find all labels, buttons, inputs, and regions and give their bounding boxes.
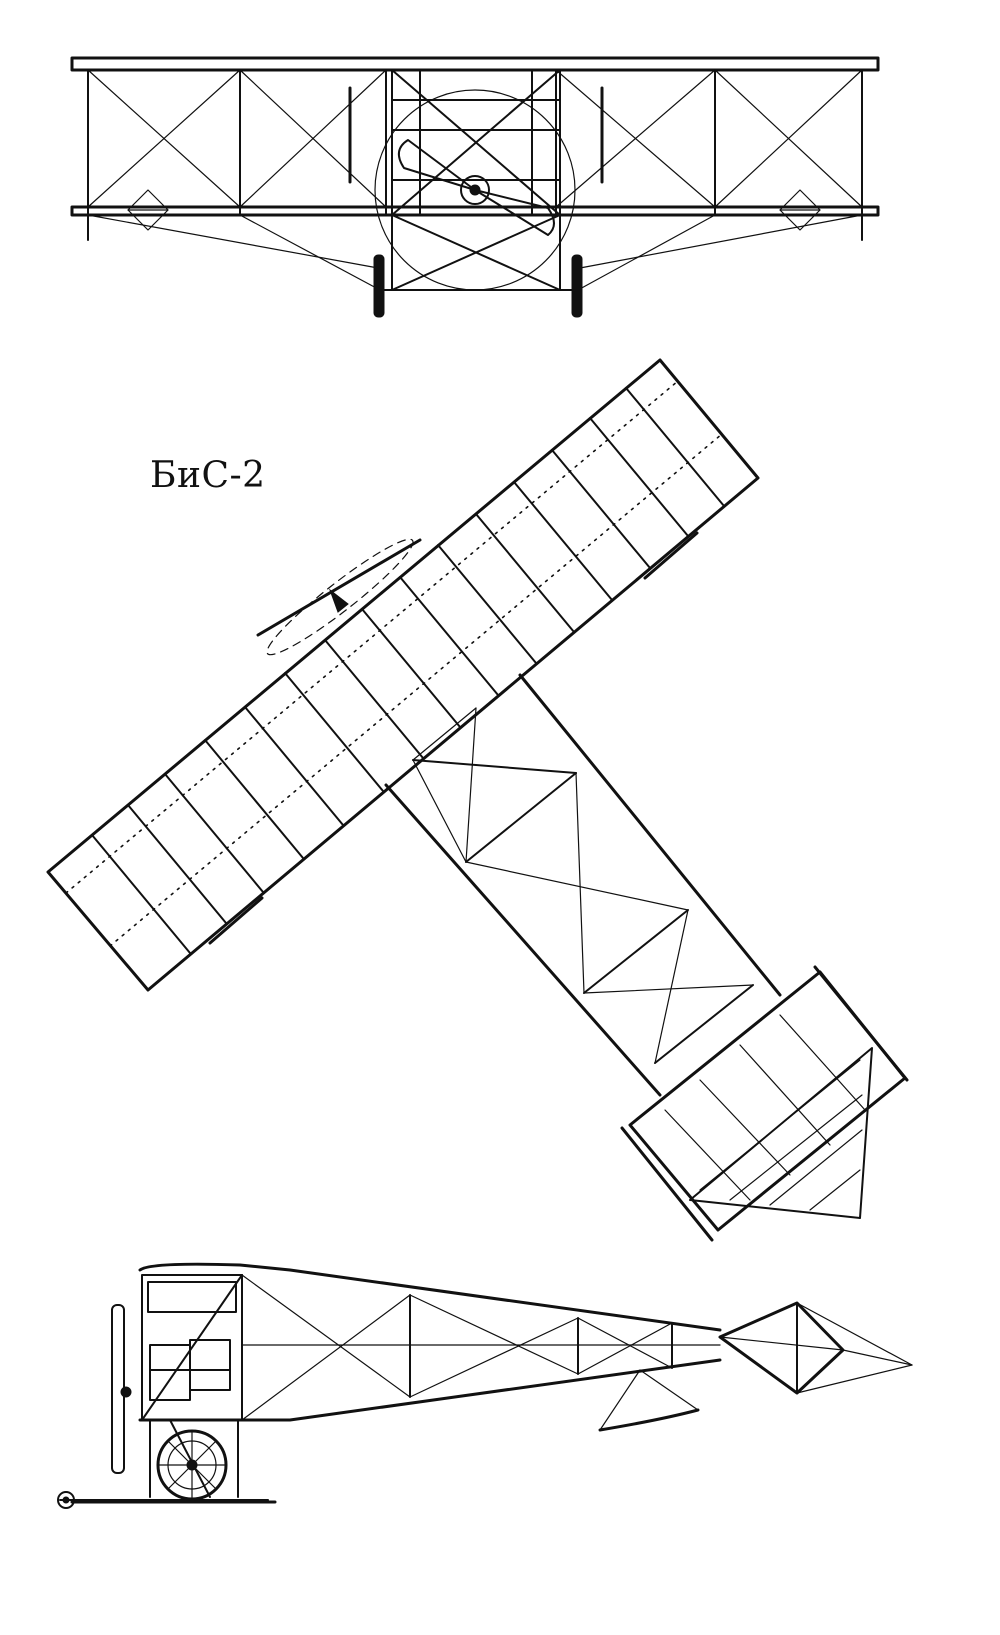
top-view — [46, 358, 909, 1242]
top-elevator-trailing — [620, 1126, 714, 1242]
side-tail-skid — [598, 1369, 700, 1432]
front-wing-fittings — [127, 189, 821, 231]
side-view — [57, 1262, 913, 1509]
front-upper-wing — [70, 56, 880, 72]
side-upper-longeron — [138, 1262, 722, 1332]
side-engine — [149, 1339, 231, 1401]
front-lower-wing — [70, 205, 880, 217]
top-propeller — [256, 538, 422, 656]
front-interplane-struts — [87, 69, 863, 241]
side-fuselage-frames — [241, 1274, 673, 1421]
top-ailerons — [208, 531, 699, 945]
top-fuselage-bracing — [412, 707, 754, 1064]
side-fuselage-bracing — [241, 1274, 721, 1421]
side-wheel — [156, 1429, 228, 1501]
side-undercarriage — [59, 1419, 277, 1504]
front-view — [70, 56, 880, 318]
top-fuselage — [384, 673, 782, 1097]
front-side-rudders — [348, 86, 604, 184]
top-tailplane — [620, 965, 909, 1242]
aircraft-designation-label: БиС-2 — [150, 455, 266, 496]
side-nose-skid-wheel — [57, 1491, 75, 1509]
top-fuselage-frames — [412, 759, 754, 1064]
front-undercarriage — [377, 214, 579, 291]
top-wing-ribs — [91, 387, 725, 954]
top-wing-spars — [65, 380, 723, 947]
front-nacelle — [391, 69, 561, 216]
front-bracing-wires — [87, 69, 863, 291]
front-engine — [374, 89, 576, 291]
side-nacelle — [141, 1274, 243, 1421]
side-propeller — [111, 1304, 132, 1474]
front-wheels — [373, 254, 583, 318]
top-main-wing — [46, 358, 760, 992]
top-tail-edge — [813, 965, 909, 1082]
side-rudder — [718, 1301, 913, 1395]
front-propeller — [397, 139, 476, 191]
